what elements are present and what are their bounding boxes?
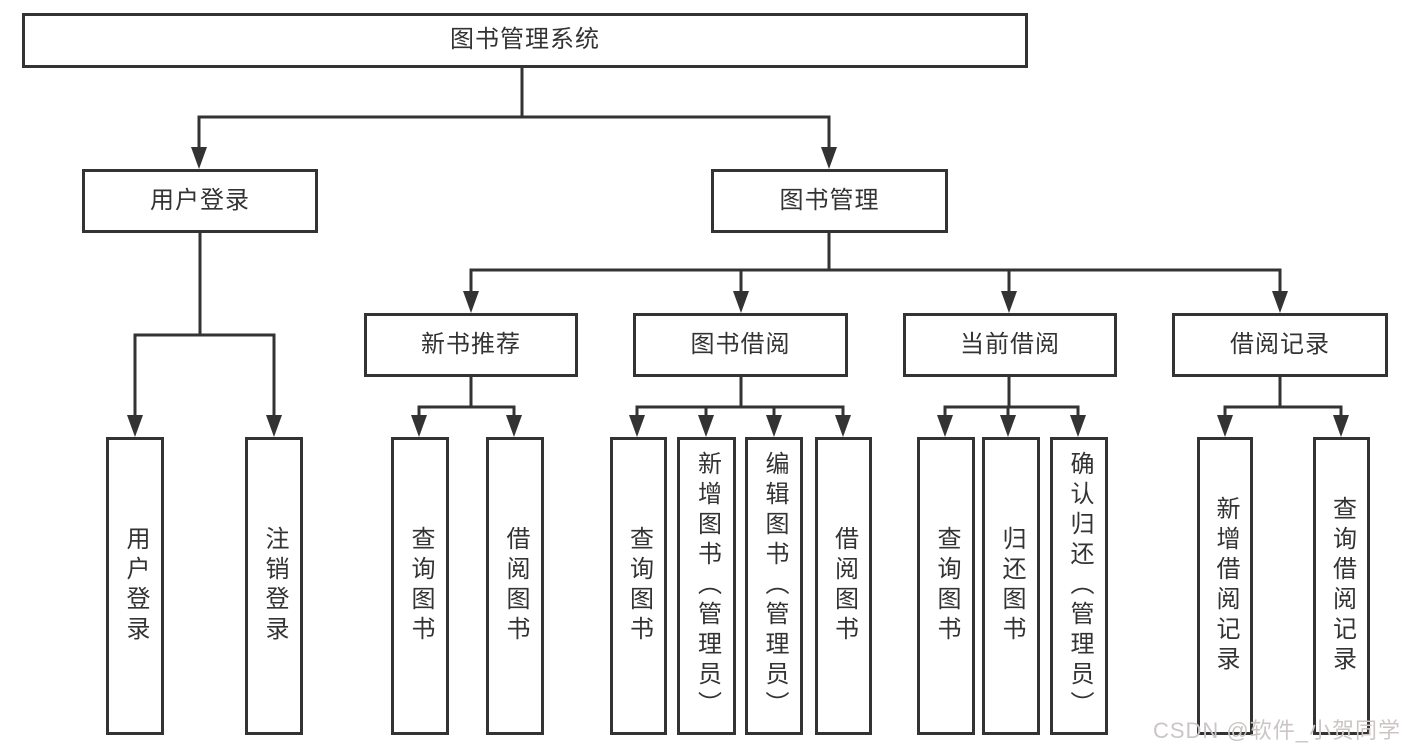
leaf-label: 查询图书: [625, 526, 653, 646]
arrow-down-icon: [411, 415, 427, 437]
leaf-edit-books-admin: 编辑图书（管理员）: [745, 437, 803, 735]
arrow-down-icon: [766, 415, 782, 437]
arrow-down-icon: [835, 415, 851, 437]
arrow-down-icon: [266, 415, 282, 437]
node-new-book-recommend-label: 新书推荐: [421, 330, 521, 358]
arrow-down-icon: [1217, 415, 1233, 437]
leaf-query-books-borrow: 查询图书: [610, 437, 667, 735]
node-user-login-label: 用户登录: [150, 186, 250, 214]
arrow-down-icon: [1001, 291, 1017, 313]
arrow-down-icon: [1333, 415, 1349, 437]
node-book-borrow: 图书借阅: [633, 313, 848, 377]
arrow-down-icon: [629, 415, 645, 437]
node-current-borrow-label: 当前借阅: [960, 330, 1060, 358]
leaf-return-books: 归还图书: [982, 437, 1040, 735]
node-book-borrow-label: 图书借阅: [690, 330, 791, 358]
arrow-down-icon: [463, 291, 479, 313]
node-new-book-recommend: 新书推荐: [364, 313, 578, 377]
arrow-down-icon: [821, 147, 837, 169]
arrow-down-icon: [1070, 415, 1086, 437]
arrow-down-icon: [937, 415, 953, 437]
leaf-add-borrow-record: 新增借阅记录: [1197, 437, 1253, 735]
arrowheads: [127, 147, 1349, 437]
leaf-add-books-admin: 新增图书（管理员）: [677, 437, 736, 735]
leaf-logout: 注销登录: [245, 437, 303, 735]
leaf-label: 查询图书: [933, 526, 960, 646]
leaf-label: 查询借阅记录: [1328, 496, 1356, 676]
node-borrow-records-label: 借阅记录: [1230, 330, 1330, 358]
leaf-label: 新增图书（管理员）: [693, 451, 721, 721]
leaf-borrow-books-recommend: 借阅图书: [486, 437, 544, 735]
leaf-label: 借阅图书: [502, 526, 529, 646]
leaf-query-borrow-record: 查询借阅记录: [1313, 437, 1370, 735]
node-current-borrow: 当前借阅: [903, 313, 1117, 377]
node-book-management: 图书管理: [711, 169, 948, 233]
arrow-down-icon: [506, 415, 522, 437]
arrow-down-icon: [698, 415, 714, 437]
leaf-label: 注销登录: [261, 526, 288, 646]
csdn-watermark: CSDN @软件_小贺同学: [1152, 718, 1401, 743]
leaf-label: 归还图书: [998, 526, 1025, 646]
leaf-label: 确认归还（管理员）: [1066, 451, 1093, 721]
leaf-label: 借阅图书: [830, 526, 858, 646]
node-root-label: 图书管理系统: [450, 26, 600, 54]
arrow-down-icon: [1000, 415, 1016, 437]
leaf-borrow-books: 借阅图书: [815, 437, 872, 735]
leaf-query-books-current: 查询图书: [917, 437, 975, 735]
leaf-label: 新增借阅记录: [1212, 496, 1239, 676]
arrow-down-icon: [733, 291, 749, 313]
leaf-confirm-return-admin: 确认归还（管理员）: [1050, 437, 1108, 735]
arrow-down-icon: [127, 415, 143, 437]
leaf-user-login: 用户登录: [106, 437, 164, 735]
leaf-label: 用户登录: [122, 526, 149, 646]
leaf-label: 查询图书: [407, 526, 434, 646]
arrow-down-icon: [1272, 291, 1288, 313]
arrow-down-icon: [191, 147, 207, 169]
node-borrow-records: 借阅记录: [1172, 313, 1388, 377]
leaf-label: 编辑图书（管理员）: [761, 451, 788, 721]
leaf-query-books-recommend: 查询图书: [391, 437, 449, 735]
node-user-login: 用户登录: [82, 169, 318, 233]
node-book-management-label: 图书管理: [779, 186, 880, 214]
node-root: 图书管理系统: [22, 13, 1028, 68]
